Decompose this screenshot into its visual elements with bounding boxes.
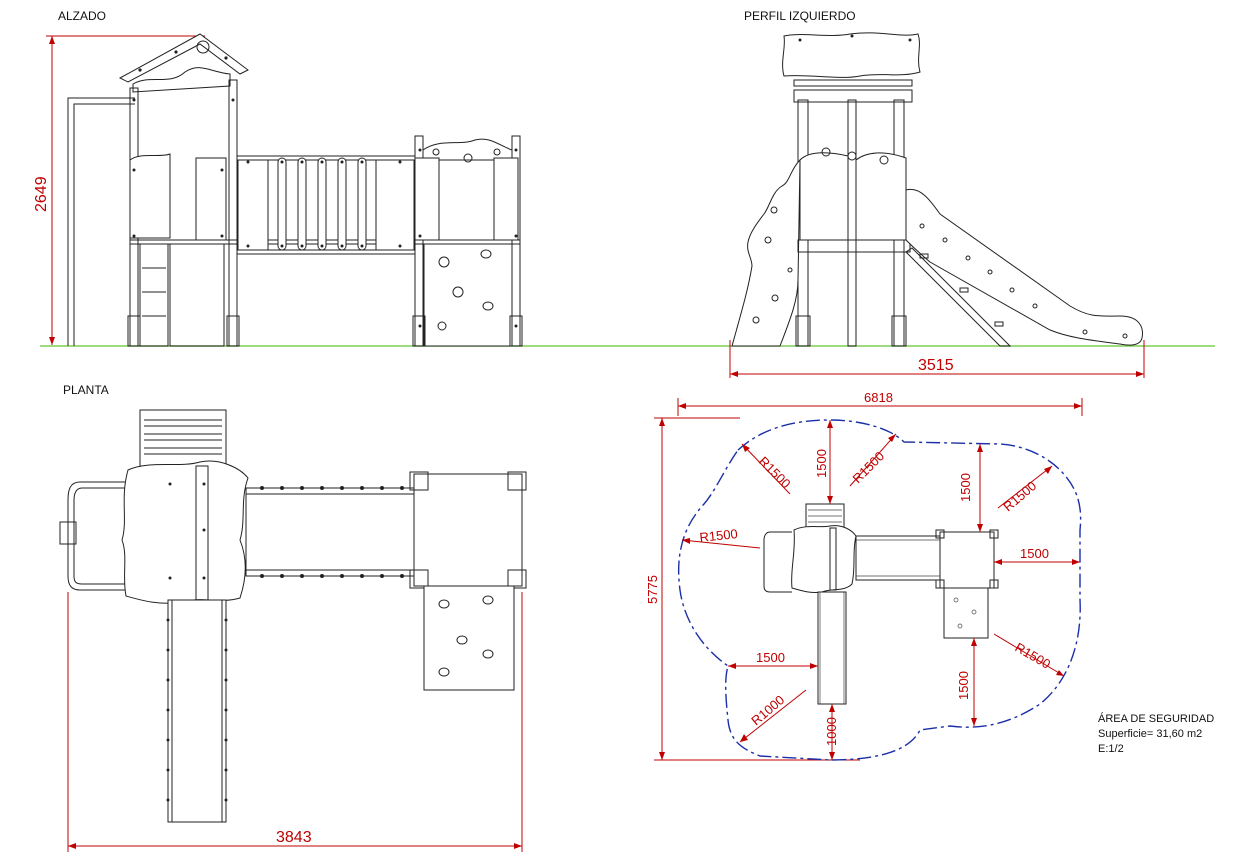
safety-area-view: 6818 5775	[645, 390, 1214, 761]
svg-text:R1500: R1500	[850, 448, 888, 486]
elevation-title: ALZADO	[58, 9, 106, 23]
safety-depth-value: 5775	[645, 575, 660, 604]
svg-text:1500: 1500	[956, 671, 971, 700]
svg-text:1500: 1500	[1020, 546, 1049, 561]
safety-note-title: ÁREA DE SEGURIDAD	[1098, 712, 1214, 725]
safety-note-scale: E:1/2	[1098, 743, 1124, 755]
profile-width-dimension: 3515	[729, 340, 1145, 378]
svg-text:1500: 1500	[958, 473, 973, 502]
profile-title: PERFIL IZQUIERDO	[744, 9, 856, 23]
plan-width-value: 3843	[276, 829, 312, 846]
height-dimension: 2649	[33, 35, 205, 345]
svg-text:R1500: R1500	[1013, 640, 1054, 672]
svg-text:R1500: R1500	[756, 454, 794, 492]
svg-text:R1500: R1500	[699, 526, 739, 545]
safety-equipment-plan	[763, 503, 999, 705]
height-value: 2649	[33, 176, 50, 212]
plan-title: PLANTA	[63, 383, 109, 397]
safety-note: ÁREA DE SEGURIDAD Superficie= 31,60 m2 E…	[1098, 712, 1214, 755]
safety-outline	[677, 419, 1082, 761]
safety-note-surface: Superficie= 31,60 m2	[1098, 728, 1202, 740]
plan-view: PLANTA	[59, 383, 527, 852]
elevation-view: ALZADO 2649	[33, 9, 1215, 347]
svg-text:1500: 1500	[756, 650, 785, 665]
safety-width-dimension: 6818	[677, 390, 1083, 416]
profile-view: PERFIL IZQUIERDO	[729, 9, 1145, 378]
safety-offset-dimensions: 1500 1500 1500 1500 1500 1000	[728, 420, 1080, 760]
plan-width-dimension: 3843	[67, 592, 523, 852]
svg-text:R1500: R1500	[1000, 478, 1039, 514]
svg-text:R1000: R1000	[748, 692, 787, 728]
svg-text:1000: 1000	[824, 717, 839, 746]
bridge-slats	[237, 157, 415, 251]
safety-radius-dimensions: R1500 R1500 R1500 R1500 R1500 R1000	[681, 433, 1065, 743]
safety-width-value: 6818	[864, 390, 893, 405]
profile-width-value: 3515	[918, 357, 954, 374]
safety-depth-dimension: 5775	[645, 417, 860, 761]
svg-text:1500: 1500	[814, 449, 829, 478]
